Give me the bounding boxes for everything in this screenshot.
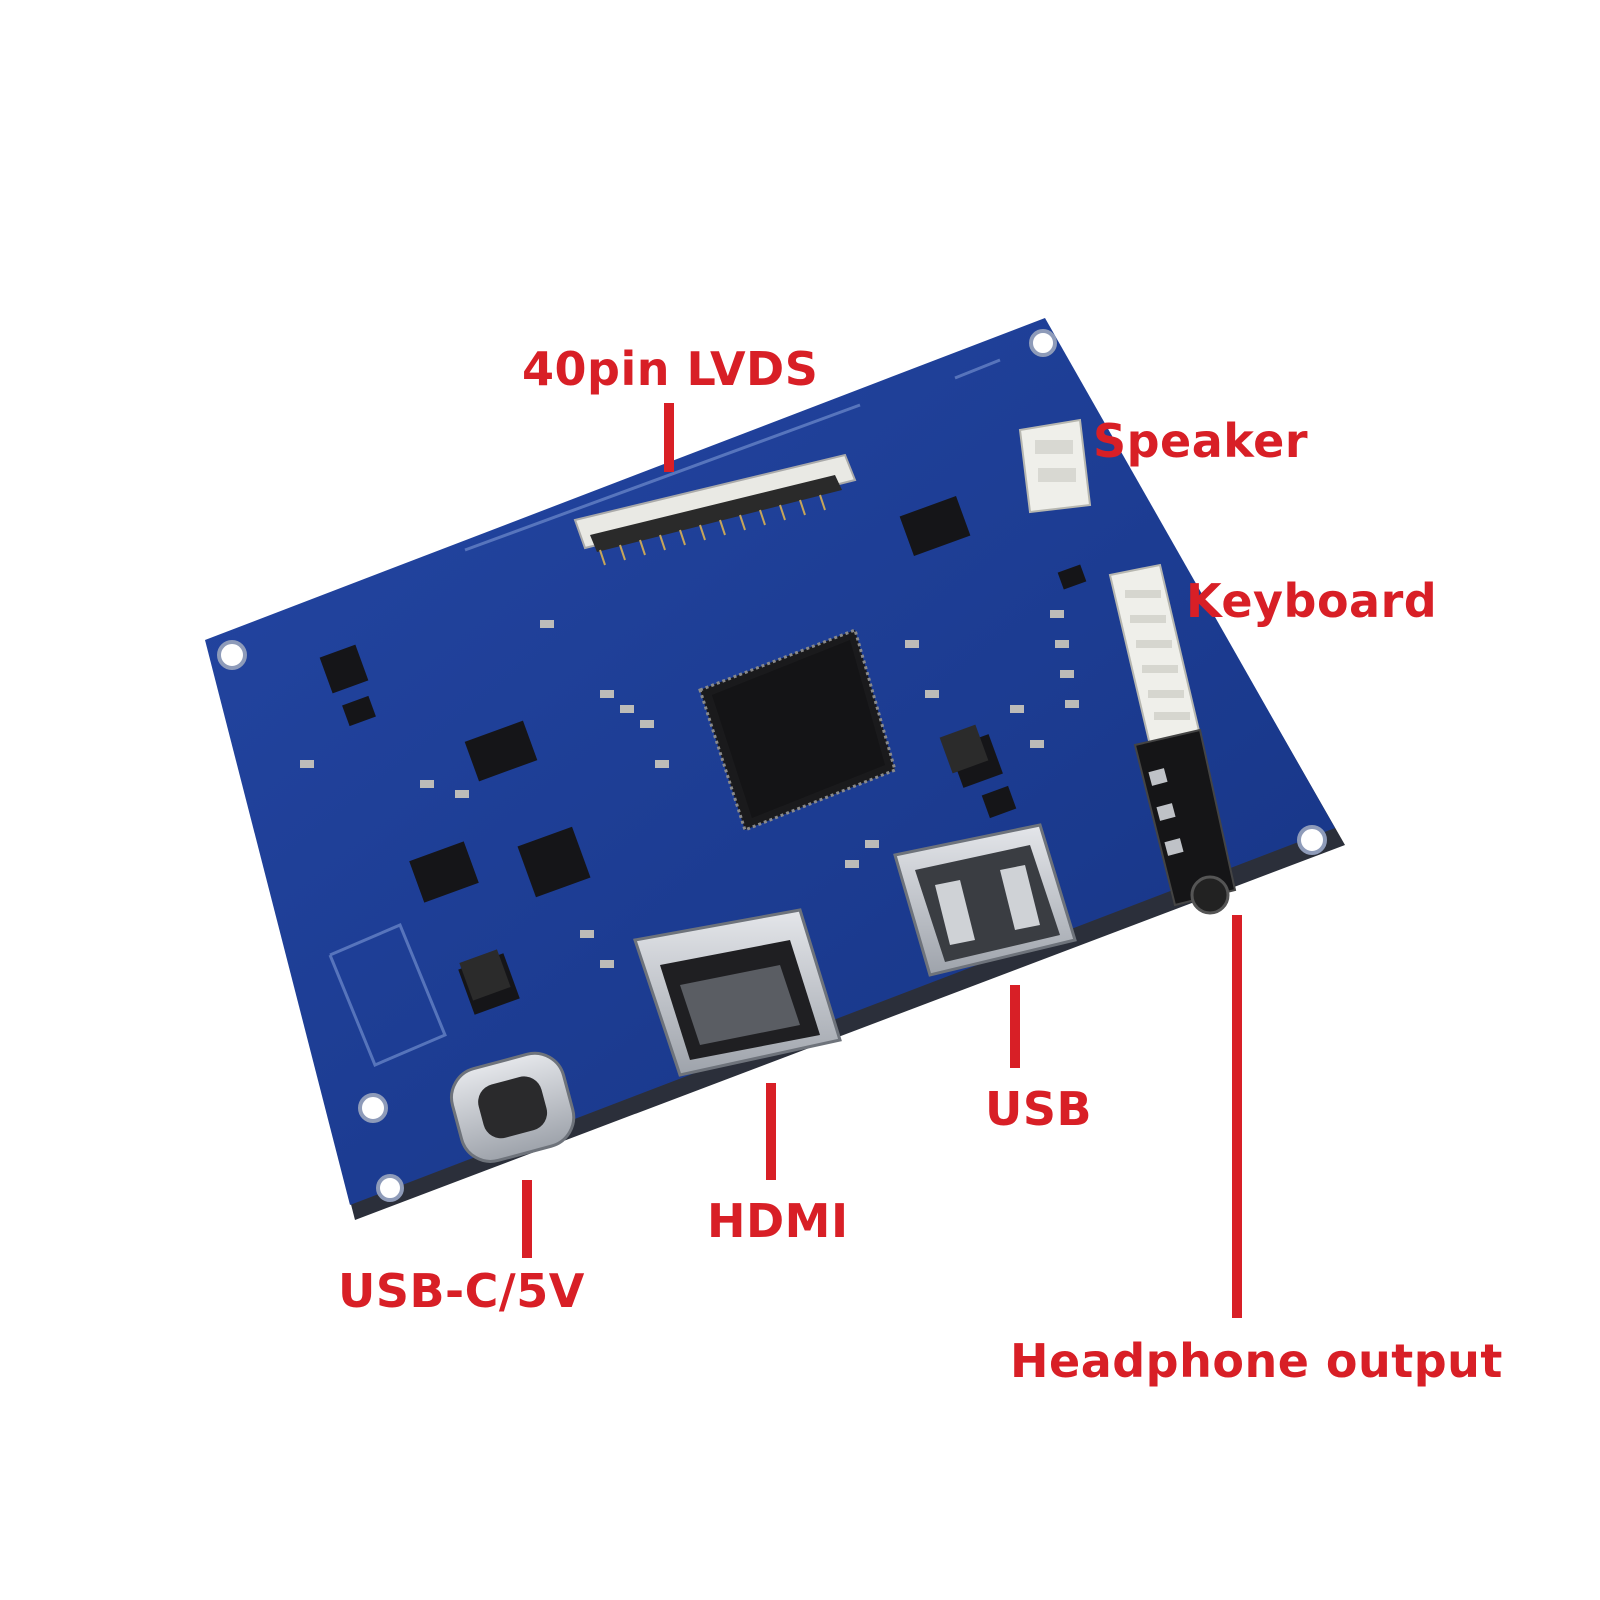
- mounting-hole: [1029, 329, 1057, 357]
- label-40pin-lvds: 40pin LVDS: [522, 342, 819, 396]
- keyboard-connector: [1108, 563, 1202, 747]
- mounting-hole: [217, 640, 247, 670]
- label-usb: USB: [985, 1082, 1093, 1136]
- smd-components: [300, 610, 1079, 968]
- inductors: [459, 724, 989, 1001]
- mounting-hole: [1297, 825, 1327, 855]
- label-usb-c-5v: USB-C/5V: [338, 1264, 585, 1318]
- label-speaker: Speaker: [1093, 414, 1309, 468]
- hdmi-port: [633, 908, 842, 1077]
- main-chip: [698, 628, 897, 832]
- mounting-hole: [376, 1174, 404, 1202]
- label-hdmi: HDMI: [707, 1194, 849, 1248]
- usb-port: [893, 823, 1077, 977]
- mounting-hole: [358, 1093, 388, 1123]
- lvds-connector: [573, 453, 857, 566]
- label-keyboard: Keyboard: [1186, 574, 1438, 628]
- label-headphone-output: Headphone output: [1010, 1334, 1503, 1388]
- headphone-jack: [1133, 728, 1237, 915]
- speaker-connector: [1018, 418, 1092, 514]
- leader-lines: [522, 403, 1242, 1318]
- usb-c-port: [450, 1051, 576, 1163]
